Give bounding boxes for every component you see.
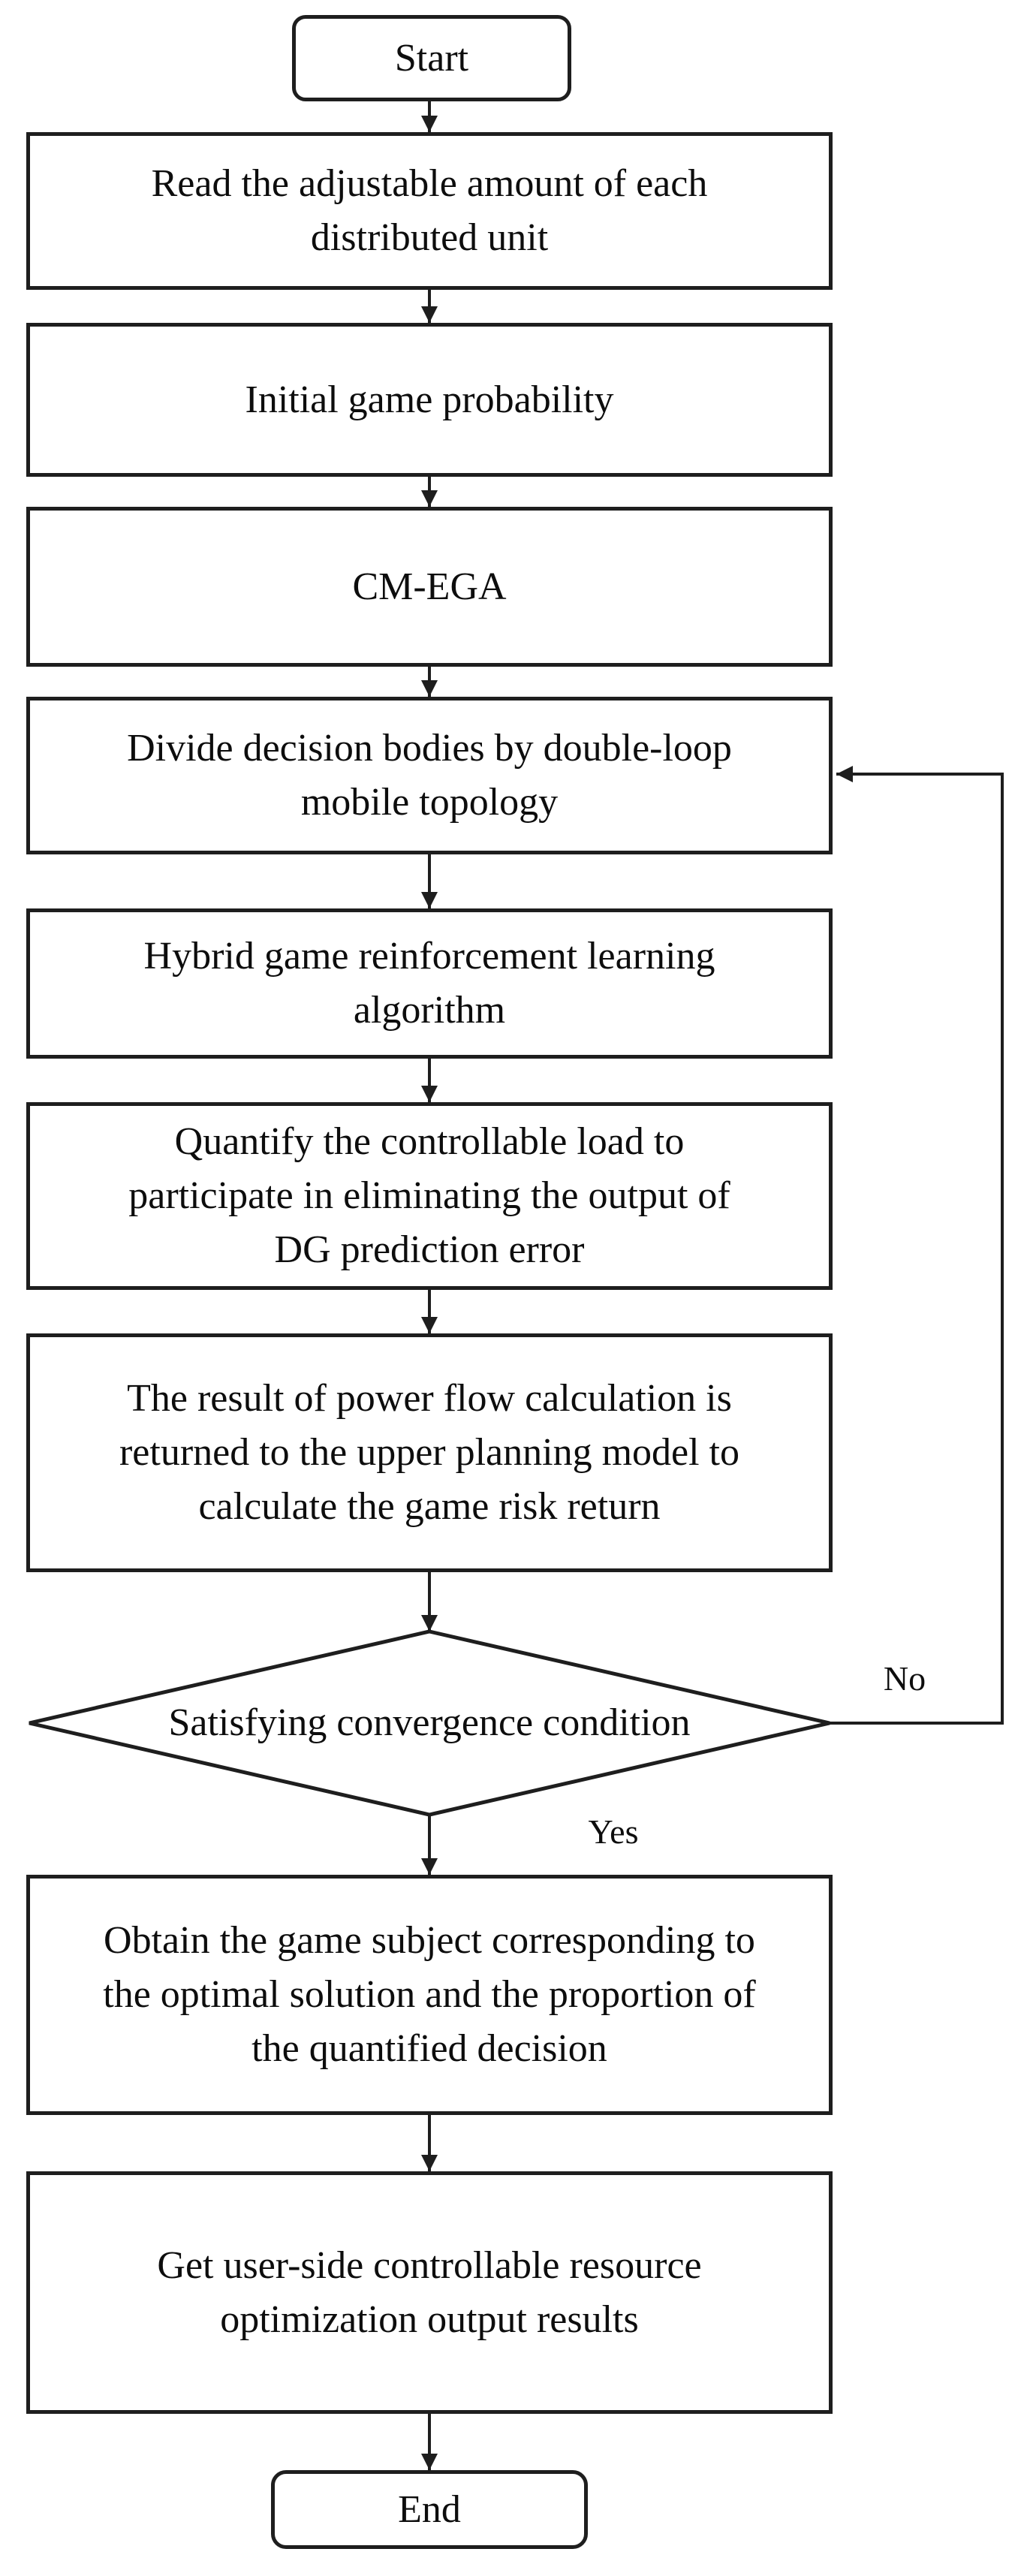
- loop-arrow-no-branch: [830, 766, 1004, 1725]
- process-obtain-game-subject: Obtain the game subject corresponding to…: [26, 1875, 833, 2115]
- edge-label-yes: Yes: [588, 1812, 639, 1851]
- process-cm-ega: CM-EGA: [26, 507, 833, 667]
- edge-label-no: No: [883, 1659, 926, 1698]
- process-get-user-side-output: Get user-side controllable resource opti…: [26, 2171, 833, 2414]
- decision-satisfying-convergence: Satisfying convergence condition: [168, 1701, 691, 1744]
- process-quantify-controllable-load: Quantify the controllable load to partic…: [26, 1102, 833, 1290]
- process-divide-decision-bodies: Divide decision bodies by double-loop mo…: [26, 697, 833, 854]
- process-read-adjustable-amount: Read the adjustable amount of each distr…: [26, 132, 833, 290]
- process-initial-game-probability: Initial game probability: [26, 323, 833, 477]
- start-terminator: Start: [292, 15, 571, 101]
- decision-diamond-shape: [29, 1629, 830, 1817]
- process-power-flow-result: The result of power flow calculation is …: [26, 1333, 833, 1572]
- process-hybrid-game-reinforcement-learning: Hybrid game reinforcement learning algor…: [26, 908, 833, 1059]
- end-terminator: End: [271, 2470, 588, 2549]
